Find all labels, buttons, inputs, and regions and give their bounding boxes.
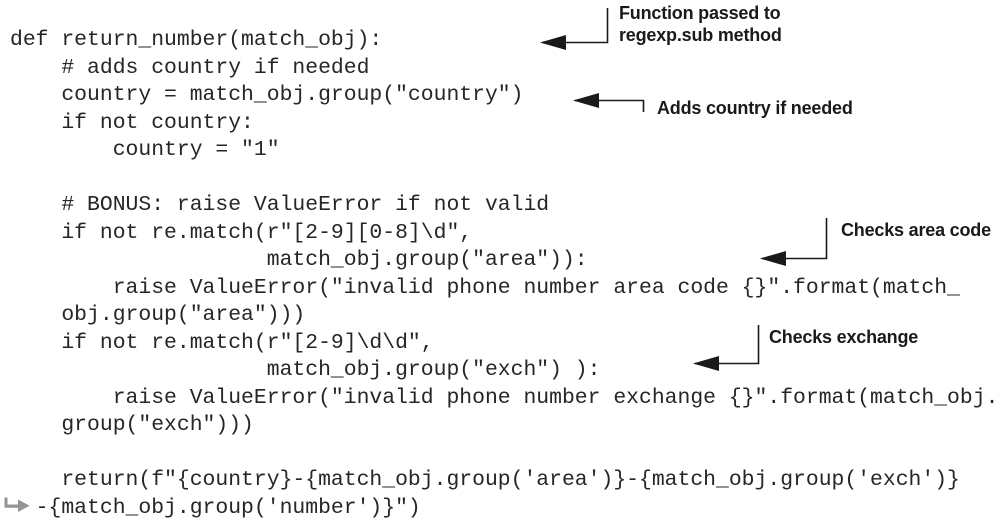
checks-exchange-note: Checks exchange [769, 326, 918, 348]
function-passed-note: Function passed to regexp.sub method [619, 2, 782, 46]
code-listing: def return_number(match_obj): # adds cou… [10, 28, 999, 518]
note-line: Checks area code [841, 220, 991, 240]
checks-area-note: Checks area code [841, 219, 991, 241]
adds-country-note: Adds country if needed [657, 97, 853, 119]
note-line: Function passed to [619, 3, 781, 23]
note-line: Adds country if needed [657, 98, 853, 118]
note-line: Checks exchange [769, 327, 919, 347]
wrap-arrow-icon [4, 497, 30, 512]
note-line: regexp.sub method [619, 25, 782, 45]
